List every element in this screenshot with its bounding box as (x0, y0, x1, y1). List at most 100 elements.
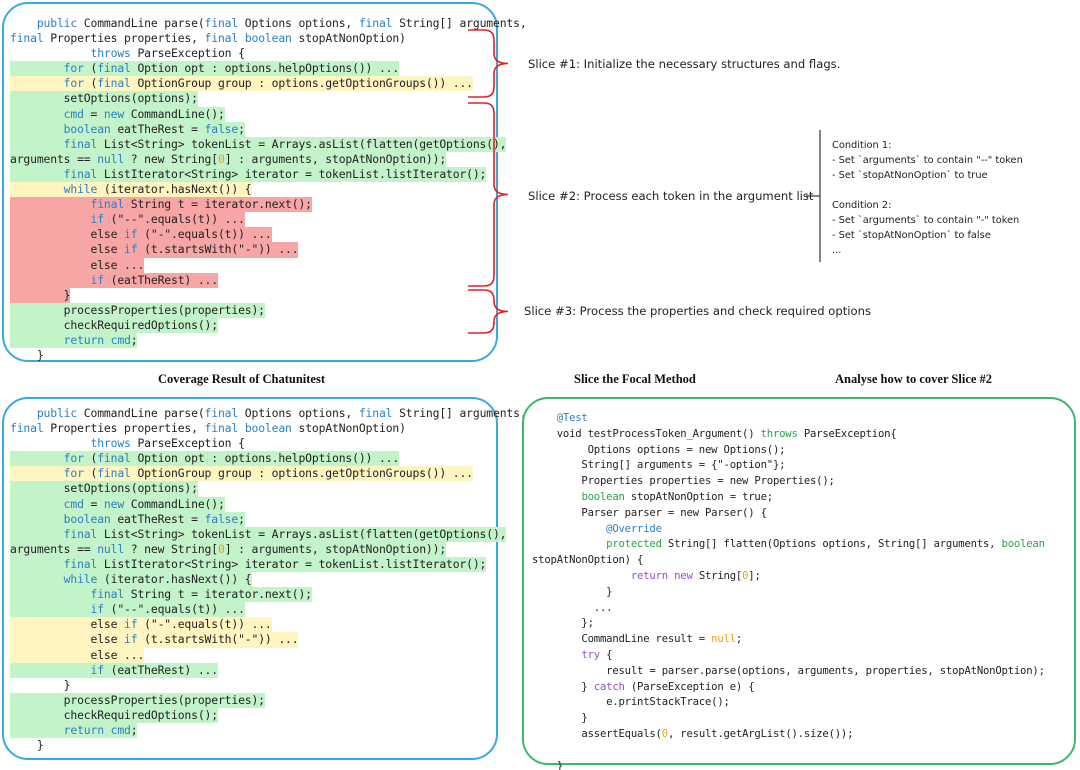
code-text-partial: while (iterator.hasNext()) { (10, 182, 252, 198)
code-line: else if ("-".equals(t)) ... (10, 617, 527, 633)
slice-3-label: Slice #3: Process the properties and che… (524, 304, 871, 318)
test-code-line: }; (532, 617, 594, 630)
slice-1-brace (468, 29, 509, 98)
test-code-line: ... (532, 601, 613, 614)
code-line: if ("--".equals(t)) ... (10, 602, 527, 618)
code-text-covered: final List<String> tokenList = Arrays.as… (10, 136, 507, 152)
code-text-covered: arguments == null ? new String[0] : argu… (10, 541, 447, 557)
code-text-covered: boolean eatTheRest = false; (10, 511, 245, 527)
code-line: } (10, 678, 527, 693)
code-text-partial: else if (t.startsWith("-")) ... (10, 632, 299, 648)
code-text-covered: setOptions(options); (10, 481, 198, 497)
code-text-covered: checkRequiredOptions(); (10, 707, 218, 723)
caption-analyse: Analyse how to cover Slice #2 (835, 372, 993, 386)
test-code-line: String[] arguments = {"-option"}; (532, 459, 786, 472)
code-text-uncovered: else if (t.startsWith("-")) ... (10, 242, 299, 258)
test-code-line: Parser parser = new Parser() { (532, 506, 767, 519)
code-line: return cmd; (10, 332, 527, 349)
code-text-uncovered: if (eatTheRest) ... (10, 272, 218, 288)
code-line: checkRequiredOptions(); (10, 707, 527, 723)
slice-2-label: Slice #2: Process each token in the argu… (528, 189, 814, 203)
code-line: else if (t.startsWith("-")) ... (10, 632, 527, 648)
coverage-result-panel: public CommandLine parse(final Options o… (2, 397, 527, 760)
code-text-partial: for (final OptionGroup group : options.g… (10, 466, 473, 482)
code-text: final Properties properties, final boole… (10, 31, 406, 46)
code-line: if ("--".equals(t)) ... (10, 212, 527, 228)
code-line: final List<String> tokenList = Arrays.as… (10, 136, 527, 152)
code-text-covered: arguments == null ? new String[0] : argu… (10, 151, 447, 167)
test-code-line: e.printStackTrace(); (532, 696, 730, 709)
code-text-partial: else if ("-".equals(t)) ... (10, 617, 272, 633)
code-line: public CommandLine parse(final Options o… (10, 16, 527, 31)
code-line: boolean eatTheRest = false; (10, 121, 527, 137)
code-line: final ListIterator<String> iterator = to… (10, 166, 527, 183)
test-code-line: Options options = new Options(); (532, 443, 786, 456)
code-line: setOptions(options); (10, 481, 527, 497)
code-text-covered: checkRequiredOptions(); (10, 317, 218, 333)
code-line: final Properties properties, final boole… (10, 31, 527, 46)
code-line: } (10, 738, 527, 753)
code-text: public CommandLine parse(final Options o… (36, 16, 527, 30)
test-code-line: @Override (606, 522, 662, 535)
code-line: else ... (10, 257, 527, 273)
test-code-line: result = parser.parse(options, arguments… (532, 664, 1045, 677)
code-line: else if (t.startsWith("-")) ... (10, 242, 527, 258)
code-line: setOptions(options); (10, 91, 527, 107)
code-text: throws ParseException { (90, 46, 245, 61)
test-code-line: stopAtNonOption) { (532, 554, 644, 567)
code-text-partial: for (final OptionGroup group : options.g… (10, 76, 473, 92)
code-text: } (10, 677, 71, 692)
code-line: for (final Option opt : options.helpOpti… (10, 61, 527, 77)
code-text-covered: cmd = new CommandLine(); (10, 496, 225, 512)
code-line: return cmd; (10, 722, 527, 739)
code-line: if (eatTheRest) ... (10, 272, 527, 288)
code-line: arguments == null ? new String[0] : argu… (10, 541, 527, 557)
test-code-line: void testProcessToken_Argument() throws … (532, 427, 897, 440)
test-code-line: return new String[0]; (630, 569, 761, 582)
focal-method-code-sliced: public CommandLine parse(final Options o… (10, 16, 527, 363)
focal-method-sliced-panel: public CommandLine parse(final Options o… (2, 2, 527, 362)
code-line: checkRequiredOptions(); (10, 317, 527, 333)
code-line: for (final OptionGroup group : options.g… (10, 466, 527, 482)
code-text: } (10, 348, 44, 363)
code-text-covered: processProperties(properties); (10, 302, 265, 318)
code-text: final Properties properties, final boole… (10, 421, 406, 436)
code-line: final List<String> tokenList = Arrays.as… (10, 526, 527, 542)
code-text-covered: return cmd; (10, 722, 138, 739)
condition-1-title: Condition 1: (832, 140, 892, 151)
code-line: final String t = iterator.next(); (10, 197, 527, 213)
test-code-line: } catch (ParseException e) { (532, 680, 755, 693)
test-code-line: CommandLine result = null; (532, 633, 743, 646)
code-text-partial: else ... (10, 647, 145, 663)
test-code-line: Properties properties = new Properties()… (532, 475, 835, 488)
code-text-uncovered: else ... (10, 257, 145, 273)
slice-1-label: Slice #1: Initialize the necessary struc… (528, 57, 841, 71)
code-line: public CommandLine parse(final Options o… (10, 406, 527, 421)
code-text-uncovered: else if ("-".equals(t)) ... (10, 227, 272, 243)
code-line: arguments == null ? new String[0] : argu… (10, 151, 527, 167)
code-text-covered: while (iterator.hasNext()) { (10, 572, 252, 588)
code-text-covered: final ListIterator<String> iterator = to… (10, 166, 486, 183)
slice-3-brace (468, 289, 509, 334)
code-line: cmd = new CommandLine(); (10, 496, 527, 512)
code-line: if (eatTheRest) ... (10, 662, 527, 678)
test-code-line: } (532, 585, 613, 598)
code-line: boolean eatTheRest = false; (10, 511, 527, 527)
code-text-covered: for (final Option opt : options.helpOpti… (10, 61, 399, 77)
condition-2-item-a: - Set `arguments` to contain "-" token (832, 215, 1020, 226)
code-text: public CommandLine parse(final Options o… (36, 406, 527, 420)
code-text-covered: if (eatTheRest) ... (10, 662, 218, 678)
code-text-covered: if ("--".equals(t)) ... (10, 602, 245, 618)
condition-more: ... (832, 245, 842, 256)
condition-1-item-a: - Set `arguments` to contain "--" token (832, 155, 1023, 166)
code-text-covered: final List<String> tokenList = Arrays.as… (10, 526, 507, 542)
test-code-line: boolean stopAtNonOption = true; (581, 490, 773, 503)
code-line: } (10, 348, 527, 363)
generated-test-code: @Test void testProcessToken_Argument() t… (532, 411, 1045, 770)
code-line: cmd = new CommandLine(); (10, 106, 527, 122)
code-text-uncovered: final String t = iterator.next(); (10, 197, 312, 213)
caption-slice: Slice the Focal Method (574, 372, 696, 386)
code-line: final Properties properties, final boole… (10, 421, 527, 436)
test-code-line: } (532, 759, 563, 770)
